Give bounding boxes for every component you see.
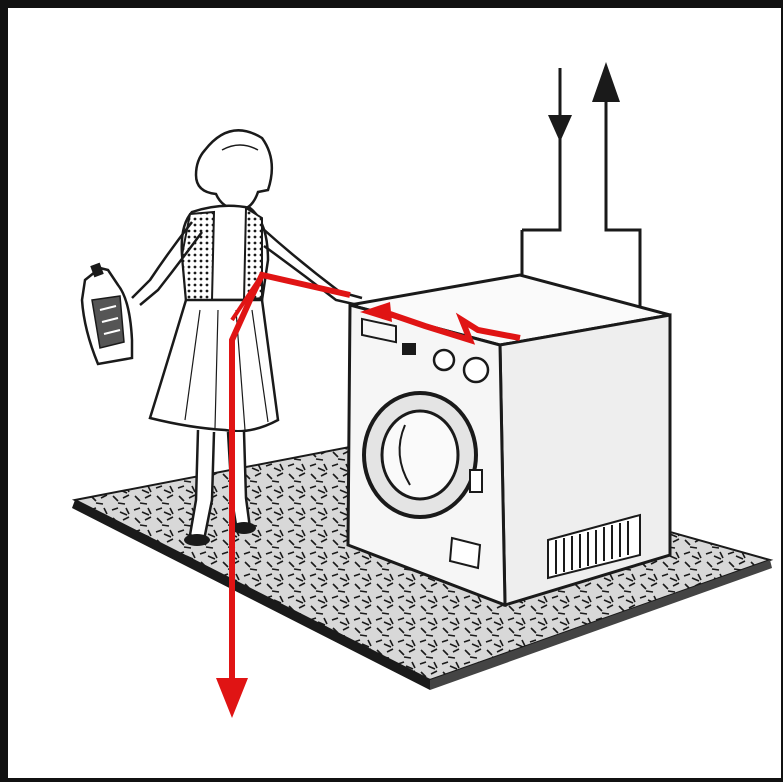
pipe-arrow-down-icon: [548, 68, 572, 142]
machine-door: [362, 391, 483, 519]
vent-grille: [547, 513, 641, 580]
washing-machine: [346, 273, 672, 608]
dial-knob: [462, 356, 490, 384]
detergent-bottle-icon: [80, 262, 134, 366]
current-path-arrow: [216, 271, 521, 718]
control-panel: [361, 317, 490, 384]
pipe-arrow-up-icon: [592, 62, 620, 125]
woman-figure: [131, 129, 363, 546]
dial-knob: [432, 348, 456, 372]
